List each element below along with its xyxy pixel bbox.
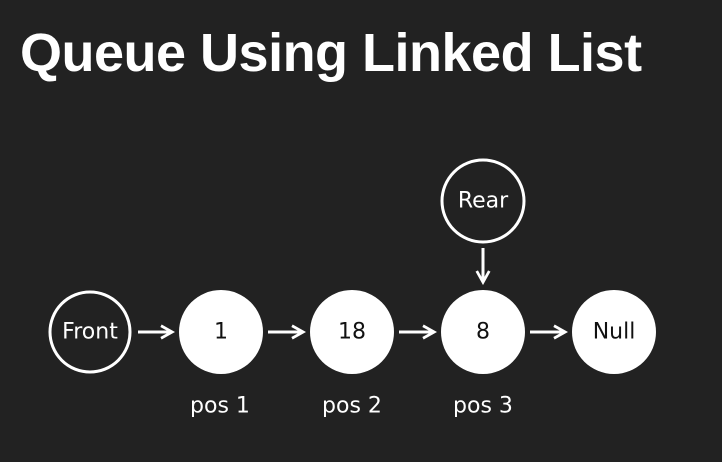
node-value: 8 [476,320,490,345]
position-label-1: pos 1 [190,394,250,419]
node-value: 1 [214,320,228,345]
position-label-2: pos 2 [322,394,382,419]
node-value: 18 [338,320,366,345]
page-title: Queue Using Linked List [20,23,642,83]
position-label-3: pos 3 [453,394,513,419]
queue-node-3: 8 [441,290,525,374]
front-pointer: Front [48,290,132,374]
queue-node-1: 1 [179,290,263,374]
front-label: Front [62,320,118,345]
node-value: Null [593,320,636,345]
null-node: Null [572,290,656,374]
rear-label: Rear [458,189,509,214]
queue-node-2: 18 [310,290,394,374]
rear-pointer: Rear [440,158,526,244]
